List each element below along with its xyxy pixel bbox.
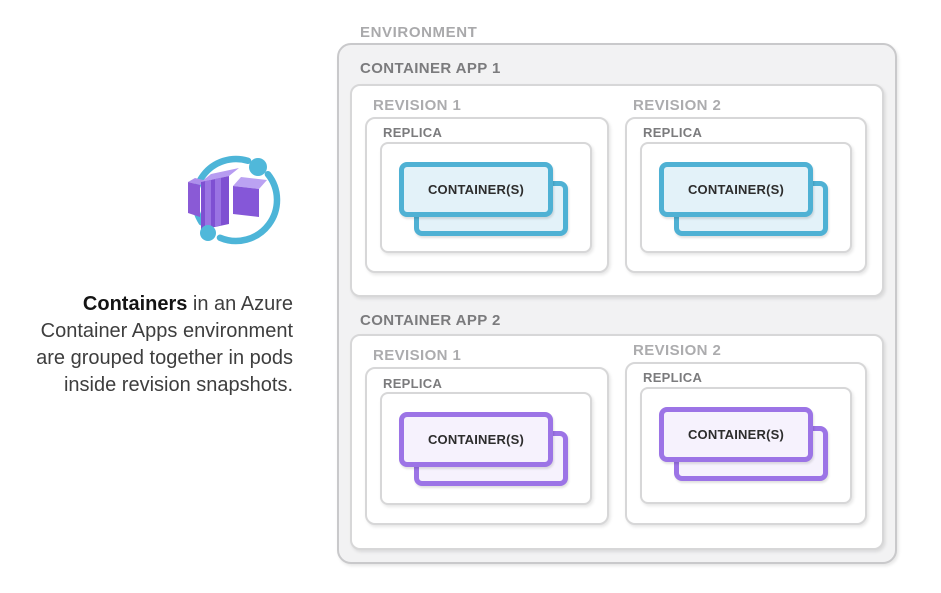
app1-revision-2-label: REVISION 2 xyxy=(633,97,722,114)
caption-line-2: Container Apps environment xyxy=(40,320,293,342)
caption-line-4: inside revision snapshots. xyxy=(63,374,293,396)
caption-bold: Containers xyxy=(82,293,188,315)
app2-revision-1-replica-label: REPLICA xyxy=(383,376,443,391)
container-box: CONTAINER(S) xyxy=(399,162,553,217)
caption-line-1: Containers in an Azure xyxy=(0,291,293,318)
app1-revision-1-label: REVISION 1 xyxy=(373,97,462,114)
app1-revision-1-replica-label: REPLICA xyxy=(383,125,443,140)
app2-revision-2-replica-label: REPLICA xyxy=(643,370,703,385)
app2-revision-2-label: REVISION 2 xyxy=(633,342,722,359)
container-app-2-label: CONTAINER APP 2 xyxy=(360,312,501,329)
container-app-1-label: CONTAINER APP 1 xyxy=(360,60,501,77)
container-label: CONTAINER(S) xyxy=(427,432,525,447)
caption-line-3: are grouped together in pods xyxy=(36,347,293,369)
azure-container-apps-icon xyxy=(187,149,287,253)
app2-revision-1-container-stack: CONTAINER(S) xyxy=(399,412,568,486)
app1-revision-1-container-stack: CONTAINER(S) xyxy=(399,162,568,236)
container-label: CONTAINER(S) xyxy=(687,182,785,197)
app2-revision-2-container-stack: CONTAINER(S) xyxy=(659,407,828,481)
container-box: CONTAINER(S) xyxy=(659,162,813,217)
app1-revision-2-replica-label: REPLICA xyxy=(643,125,703,140)
app1-revision-2-container-stack: CONTAINER(S) xyxy=(659,162,828,236)
app2-revision-1-label: REVISION 1 xyxy=(373,347,462,364)
container-label: CONTAINER(S) xyxy=(687,427,785,442)
caption-line-1-rest: in an Azure xyxy=(187,293,293,315)
container-label: CONTAINER(S) xyxy=(427,182,525,197)
azure-container-apps-icon-svg xyxy=(188,155,281,245)
container-box: CONTAINER(S) xyxy=(399,412,553,467)
environment-label: ENVIRONMENT xyxy=(360,24,478,41)
caption: Containers in an Azure Container Apps en… xyxy=(0,291,293,399)
container-box: CONTAINER(S) xyxy=(659,407,813,462)
